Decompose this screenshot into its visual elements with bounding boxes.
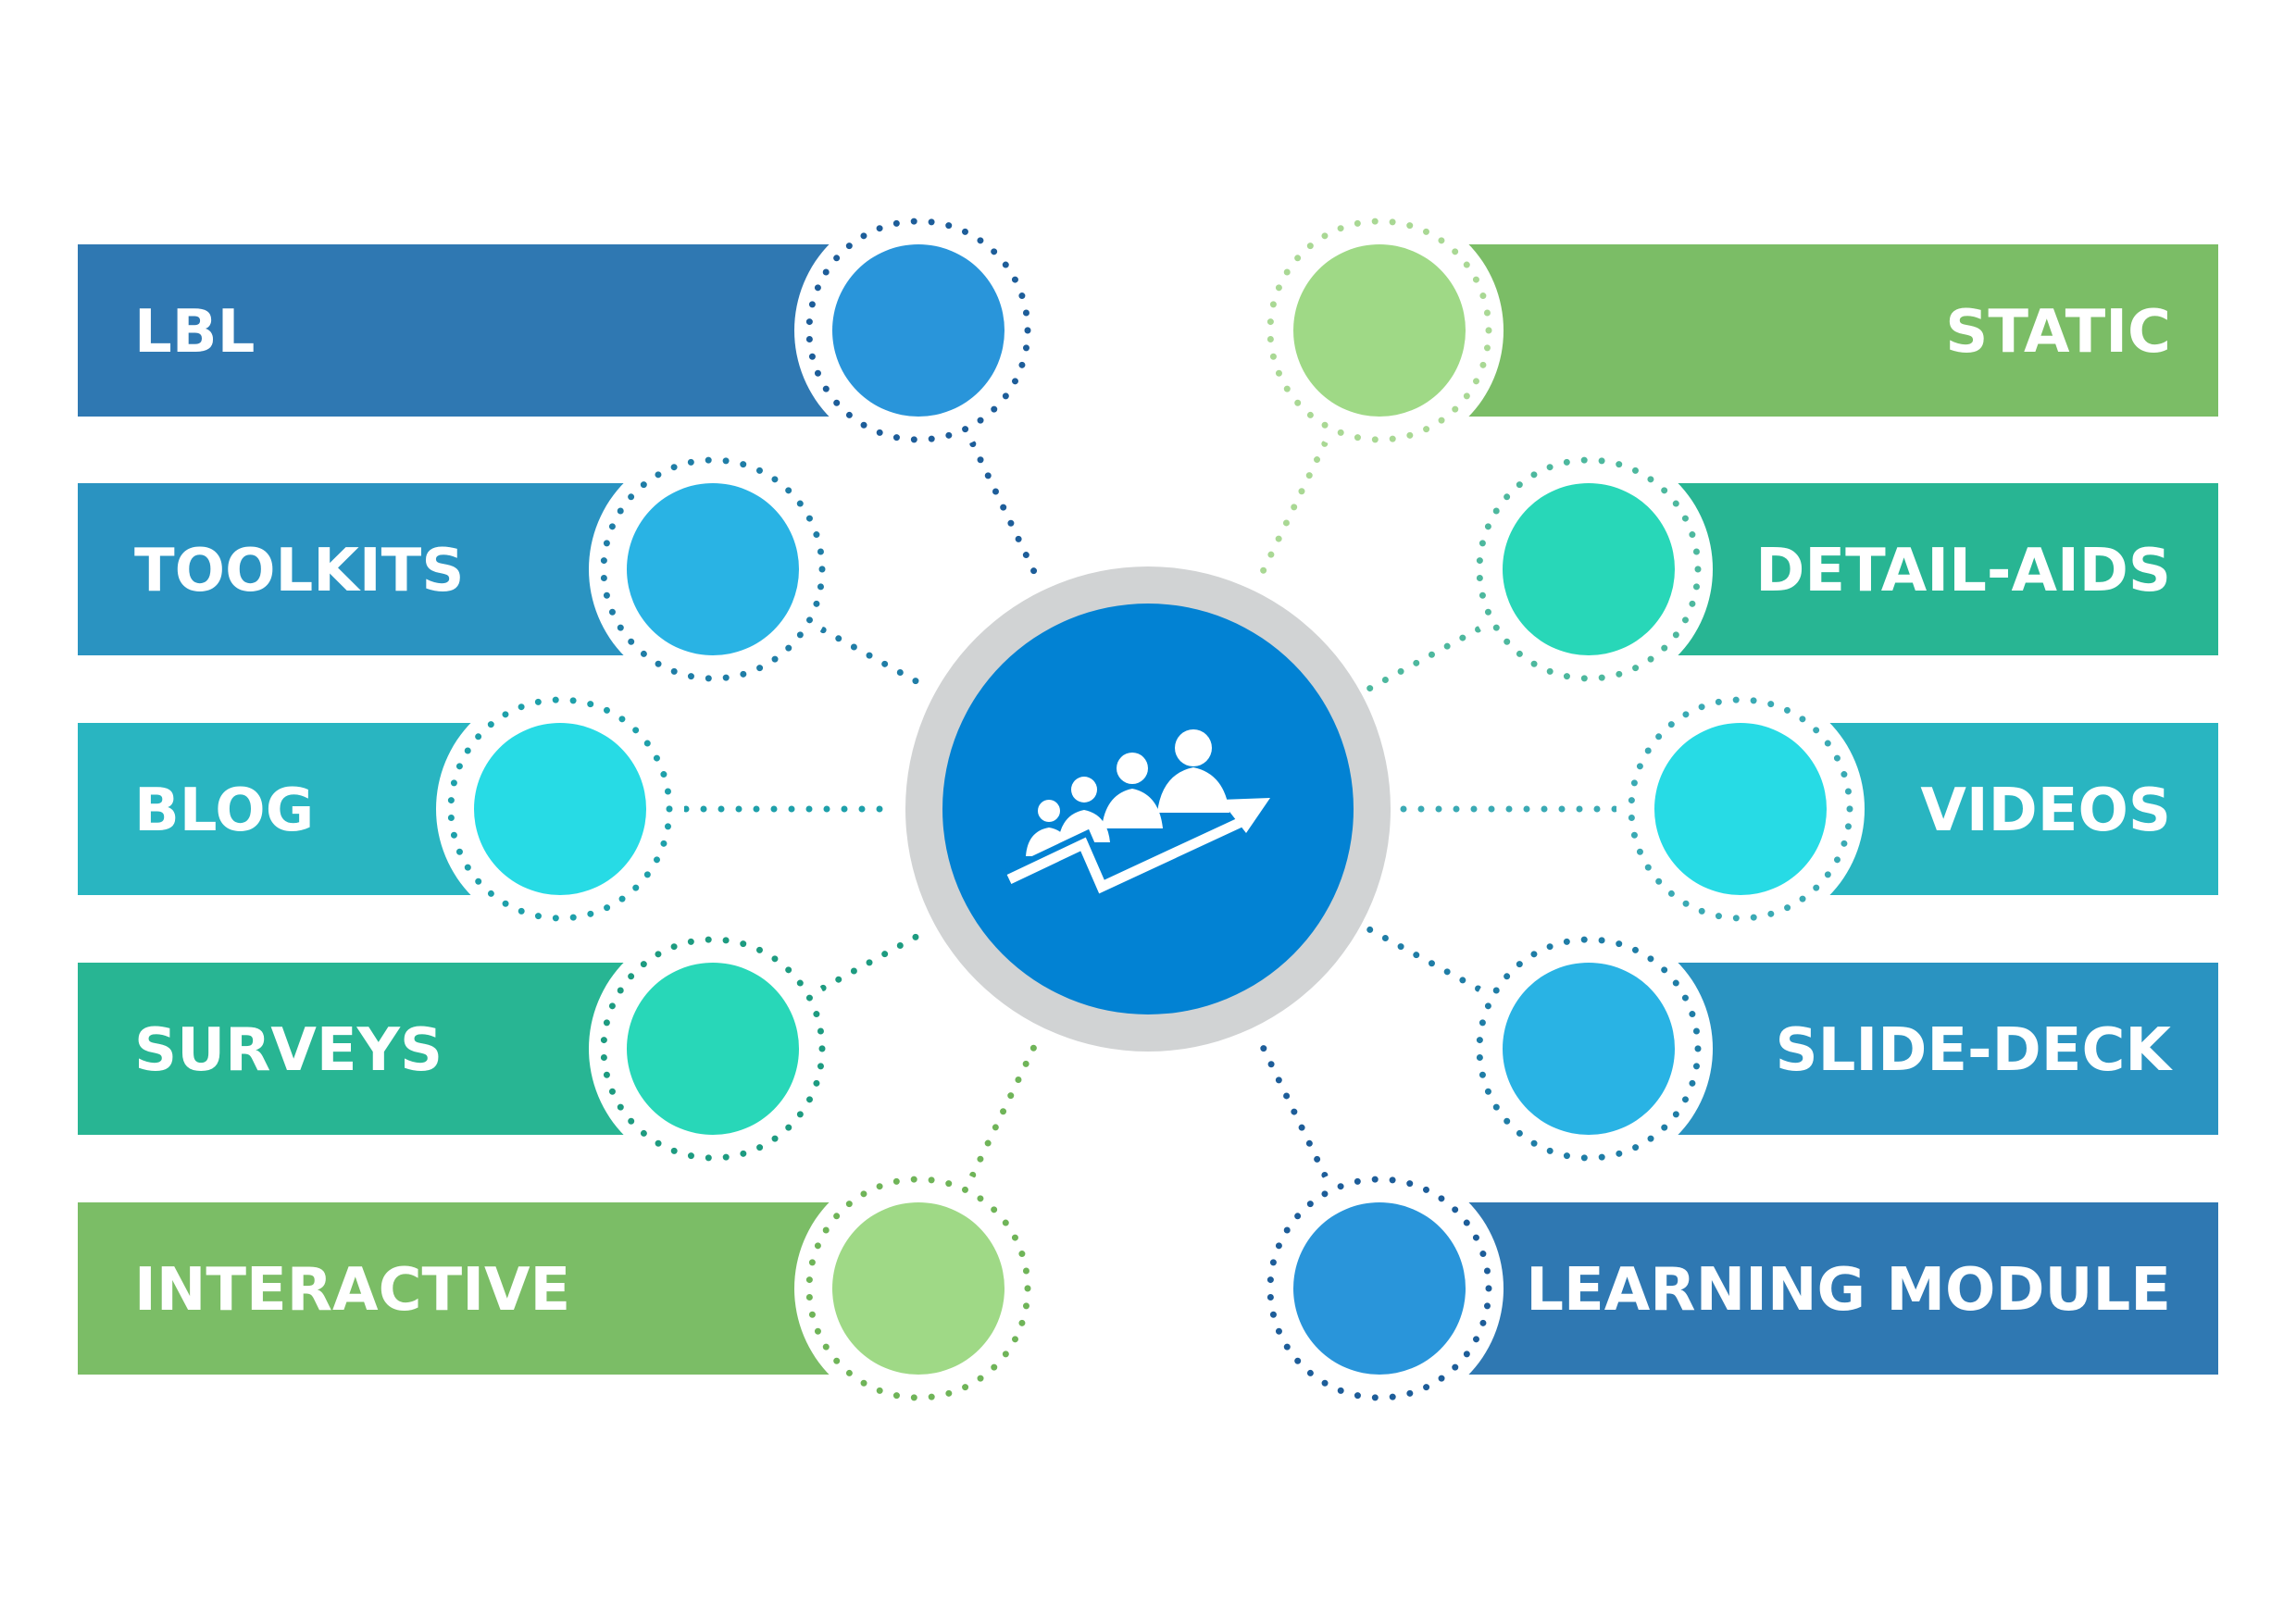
label-slide-deck: SLIDE-DECK — [1776, 1016, 2174, 1085]
label-bar-learning-module — [1379, 1202, 2218, 1375]
node-detail-aids: DETAIL-AIDS — [1465, 445, 2218, 693]
dotted-ring-videos — [1628, 696, 1853, 922]
node-toolkits: TOOLKITS — [78, 445, 837, 693]
connector-toolkits — [819, 627, 931, 691]
team-growth-arrow-icon — [1026, 729, 1229, 856]
dotted-ring-slide-deck — [1476, 936, 1702, 1162]
connector-interactive — [969, 1032, 1043, 1178]
label-static: STATIC — [1945, 298, 2171, 367]
node-interactive: INTERACTIVE — [78, 1164, 1042, 1413]
connector-lines — [682, 440, 1618, 1179]
growth-arrow-icon — [1004, 798, 1270, 902]
node-circle-interactive — [832, 1202, 1004, 1375]
node-videos: VIDEOS — [1616, 685, 2218, 933]
label-videos: VIDEOS — [1920, 777, 2171, 845]
node-circle-videos — [1654, 723, 1827, 895]
label-bar-static — [1379, 244, 2218, 417]
node-circle-surveys — [627, 963, 799, 1135]
node-group: LBL TOOLKITS BLOG SURVEYS INTERACTIVE STATIC D… — [78, 206, 2218, 1413]
central-hub — [905, 566, 1391, 1052]
node-blog: BLOG — [78, 685, 684, 933]
connector-static — [1254, 440, 1329, 586]
node-circle-detail-aids — [1503, 483, 1675, 655]
label-interactive: INTERACTIVE — [134, 1256, 570, 1325]
label-surveys: SURVEYS — [134, 1016, 443, 1085]
connector-slide-deck — [1366, 926, 1482, 992]
connector-learning-module — [1254, 1032, 1329, 1179]
dotted-ring-surveys — [600, 936, 826, 1162]
dotted-ring-learning-module — [1267, 1176, 1492, 1401]
connector-lbl — [969, 441, 1042, 586]
node-circle-slide-deck — [1503, 963, 1675, 1135]
dotted-ring-static — [1267, 218, 1492, 443]
node-surveys: SURVEYS — [78, 925, 837, 1173]
node-circle-static — [1293, 244, 1466, 417]
label-lbl: LBL — [134, 298, 255, 367]
connector-detail-aids — [1366, 626, 1482, 692]
dotted-ring-lbl — [805, 218, 1031, 443]
dotted-ring-detail-aids — [1476, 456, 1702, 682]
node-circle-toolkits — [627, 483, 799, 655]
node-lbl: LBL — [78, 206, 1042, 454]
label-detail-aids: DETAIL-AIDS — [1755, 537, 2171, 605]
node-learning-module: LEARNING MODULE — [1255, 1164, 2218, 1413]
dotted-ring-toolkits — [600, 456, 826, 682]
label-bar-interactive — [78, 1202, 918, 1375]
label-toolkits: TOOLKITS — [134, 537, 464, 605]
node-slide-deck: SLIDE-DECK — [1465, 925, 2218, 1173]
connector-surveys — [819, 927, 931, 991]
node-circle-blog — [474, 723, 646, 895]
dotted-ring-interactive — [805, 1176, 1031, 1401]
label-learning-module: LEARNING MODULE — [1526, 1256, 2171, 1325]
label-blog: BLOG — [134, 777, 314, 845]
label-bar-lbl — [78, 244, 918, 417]
node-circle-learning-module — [1293, 1202, 1466, 1375]
node-circle-lbl — [832, 244, 1004, 417]
node-static: STATIC — [1255, 206, 2218, 454]
dotted-ring-blog — [447, 696, 673, 922]
